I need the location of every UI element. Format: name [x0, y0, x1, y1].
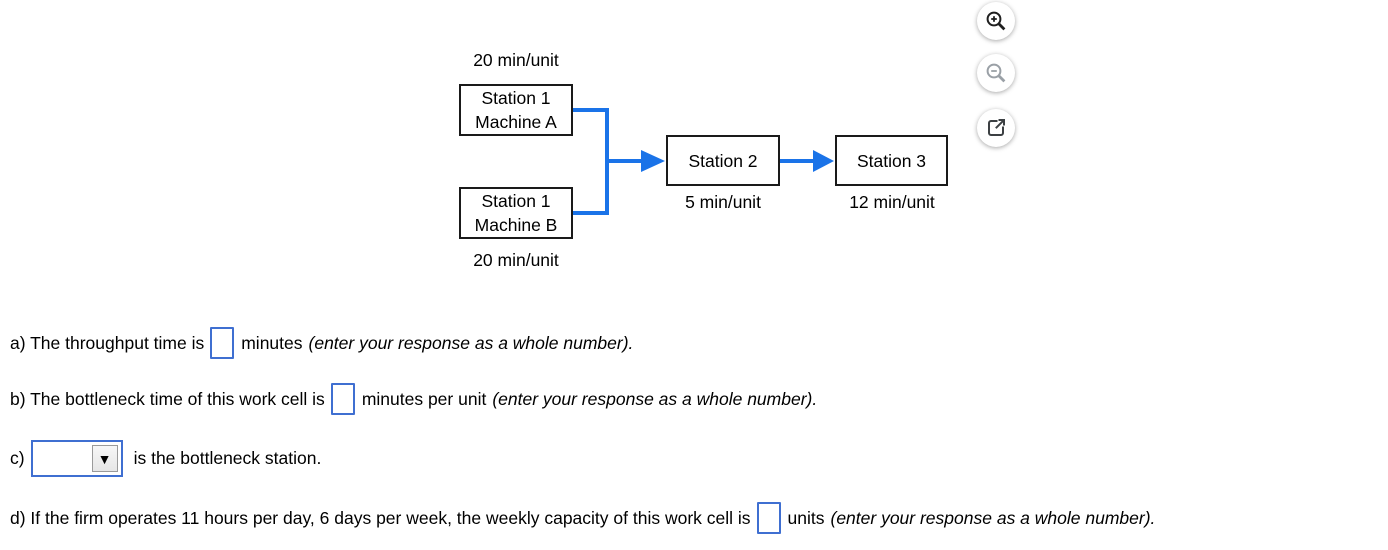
zoom-out-button[interactable] — [977, 54, 1015, 92]
machine-label: Machine B — [474, 215, 558, 235]
station1-machine-b-box: Station 1 Machine B — [459, 187, 573, 239]
bottleneck-station-dropdown[interactable]: ▼ — [30, 440, 123, 477]
question-a-answer-input[interactable] — [210, 327, 235, 359]
question-a-hint: (enter your response as a whole number). — [308, 332, 634, 353]
station-label: Station 2 — [688, 150, 758, 171]
machine-b-rate-label: 20 min/unit — [473, 250, 559, 270]
question-c-text: c) — [10, 448, 25, 468]
station3-box: Station 3 — [835, 135, 948, 186]
question-b-hint: (enter your response as a whole number). — [492, 388, 818, 409]
station-label: Station 1 — [481, 88, 551, 108]
question-a-row: a) The throughput time is minutes (enter… — [10, 327, 633, 359]
question-d-unit: units — [787, 507, 825, 528]
question-d-hint: (enter your response as a whole number). — [830, 507, 1156, 528]
open-in-new-icon — [984, 116, 1008, 140]
question-b-answer-input[interactable] — [330, 383, 355, 415]
machine-label: Machine A — [475, 112, 557, 132]
question-c-suffix: is the bottleneck station. — [133, 448, 322, 468]
machine-a-rate-label: 20 min/unit — [473, 50, 559, 70]
question-b-text: b) The bottleneck time of this work cell… — [10, 388, 325, 409]
zoom-out-icon — [984, 61, 1008, 85]
zoom-in-icon — [984, 9, 1008, 33]
question-d-text: d) If the firm operates 11 hours per day… — [10, 507, 751, 528]
station-label: Station 3 — [856, 150, 927, 171]
question-d-row: d) If the firm operates 11 hours per day… — [10, 502, 1155, 534]
open-in-new-window-button[interactable] — [977, 109, 1015, 147]
station2-rate-label: 5 min/unit — [685, 192, 761, 212]
station2-box: Station 2 — [666, 135, 780, 186]
zoom-in-button[interactable] — [977, 2, 1015, 40]
question-b-unit: minutes per unit — [361, 388, 487, 409]
station1-machine-a-box: Station 1 Machine A — [459, 84, 573, 136]
question-c-row: c) ▼ is the bottleneck station. — [10, 440, 327, 477]
dropdown-arrow-icon[interactable]: ▼ — [91, 445, 118, 472]
question-b-row: b) The bottleneck time of this work cell… — [10, 383, 817, 415]
station3-rate-label: 12 min/unit — [849, 192, 935, 212]
question-a-text: a) The throughput time is — [10, 332, 205, 353]
question-d-answer-input[interactable] — [756, 502, 781, 534]
station-label: Station 1 — [481, 191, 551, 211]
question-a-unit: minutes — [241, 332, 303, 353]
